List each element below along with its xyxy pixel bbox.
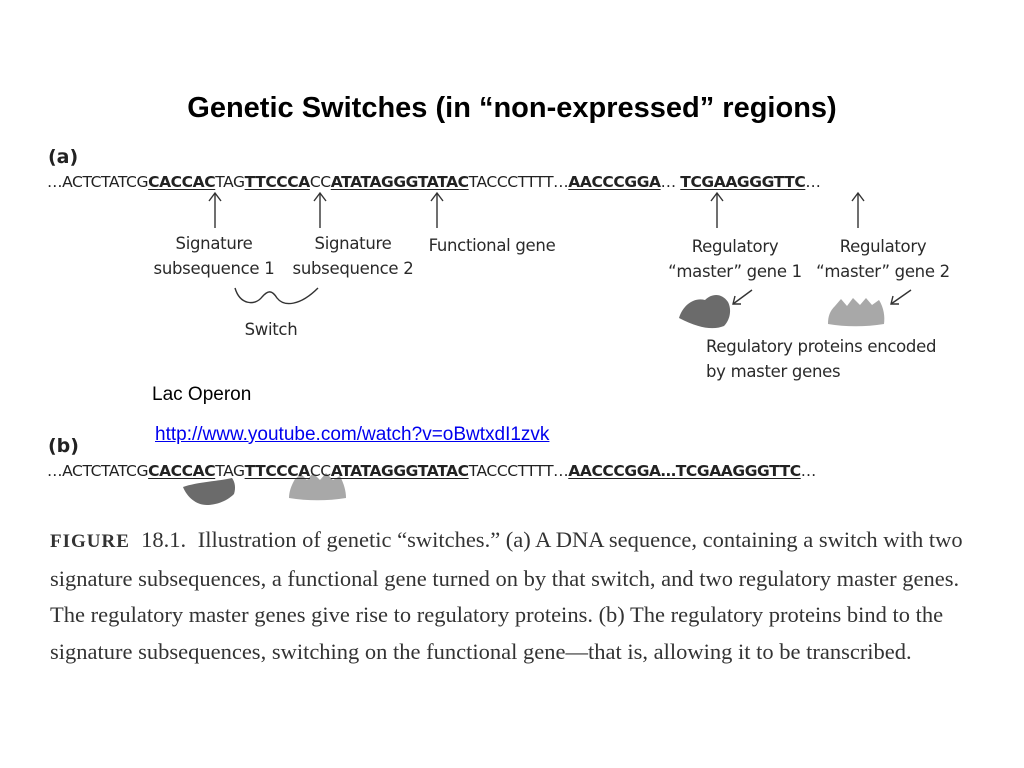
sequence-segment: TACCCTTTT… xyxy=(468,173,569,191)
arrow-sig1 xyxy=(208,191,222,228)
arrow-functional xyxy=(430,191,444,228)
arrow-protein2 xyxy=(890,289,912,305)
dna-sequence-b: …ACTCTATCGCACCACTAGTTCCCACCATATAGGGTATAC… xyxy=(47,462,816,480)
sequence-highlight: TTCCCA xyxy=(244,173,311,191)
regulatory-protein-2 xyxy=(828,298,885,327)
sequence-segment: CC xyxy=(309,173,331,191)
sequence-highlight: TCGAAGGGTTC xyxy=(680,173,806,191)
lac-operon-note: Lac Operon xyxy=(152,384,252,405)
sequence-highlight: CACCAC xyxy=(148,462,216,480)
switch-brace xyxy=(234,287,319,305)
panel-b-label: (b) xyxy=(48,435,79,457)
label-regulatory-proteins: Regulatory proteins encoded by master ge… xyxy=(706,337,937,381)
label-switch: Switch xyxy=(244,320,298,339)
arrow-master2 xyxy=(851,191,865,228)
label-functional-gene: Functional gene xyxy=(428,236,556,255)
sequence-highlight: ATATAGGGTATAC xyxy=(330,173,469,191)
sequence-highlight: TTCCCA xyxy=(244,462,311,480)
label-signature-1: Signature subsequence 1 xyxy=(153,234,275,278)
figure-word: FIGURE xyxy=(50,531,130,552)
sequence-highlight: ATATAGGGTATAC xyxy=(330,462,469,480)
sequence-segment: …ACTCTATCG xyxy=(47,173,149,191)
slide-title: Genetic Switches (in “non-expressed” reg… xyxy=(187,92,837,124)
sequence-segment: TAG xyxy=(215,173,245,191)
figure-number: 18.1. xyxy=(141,527,187,552)
arrow-protein1 xyxy=(732,289,753,305)
sequence-segment: … xyxy=(800,462,817,480)
sequence-segment: TAG xyxy=(215,462,245,480)
label-master-gene-2: Regulatory “master” gene 2 xyxy=(816,237,950,281)
sequence-highlight: AACCCGGA xyxy=(568,173,661,191)
sequence-highlight: AACCCGGA…TCGAAGGGTTC xyxy=(568,462,801,480)
label-signature-2: Signature subsequence 2 xyxy=(292,234,414,278)
arrow-sig2 xyxy=(313,191,327,228)
arrow-master1 xyxy=(710,191,724,228)
youtube-link[interactable]: http://www.youtube.com/watch?v=oBwtxdI1z… xyxy=(155,424,550,445)
bound-protein-1 xyxy=(183,478,236,505)
panel-a-label: (a) xyxy=(48,146,79,168)
regulatory-protein-1 xyxy=(679,294,731,329)
figure-caption: FIGURE 18.1. Illustration of genetic “sw… xyxy=(50,522,980,670)
sequence-segment: … xyxy=(805,173,821,191)
sequence-segment: TACCCTTTT… xyxy=(468,462,569,480)
sequence-segment: … xyxy=(660,173,681,191)
bound-protein-2 xyxy=(289,473,346,501)
sequence-highlight: CACCAC xyxy=(148,173,216,191)
dna-sequence-a: …ACTCTATCGCACCACTAGTTCCCACCATATAGGGTATAC… xyxy=(47,173,821,191)
sequence-segment: …ACTCTATCG xyxy=(47,462,149,480)
label-master-gene-1: Regulatory “master” gene 1 xyxy=(668,237,802,281)
caption-text: Illustration of genetic “switches.” (a) … xyxy=(50,527,963,664)
sequence-segment: CC xyxy=(309,462,331,480)
